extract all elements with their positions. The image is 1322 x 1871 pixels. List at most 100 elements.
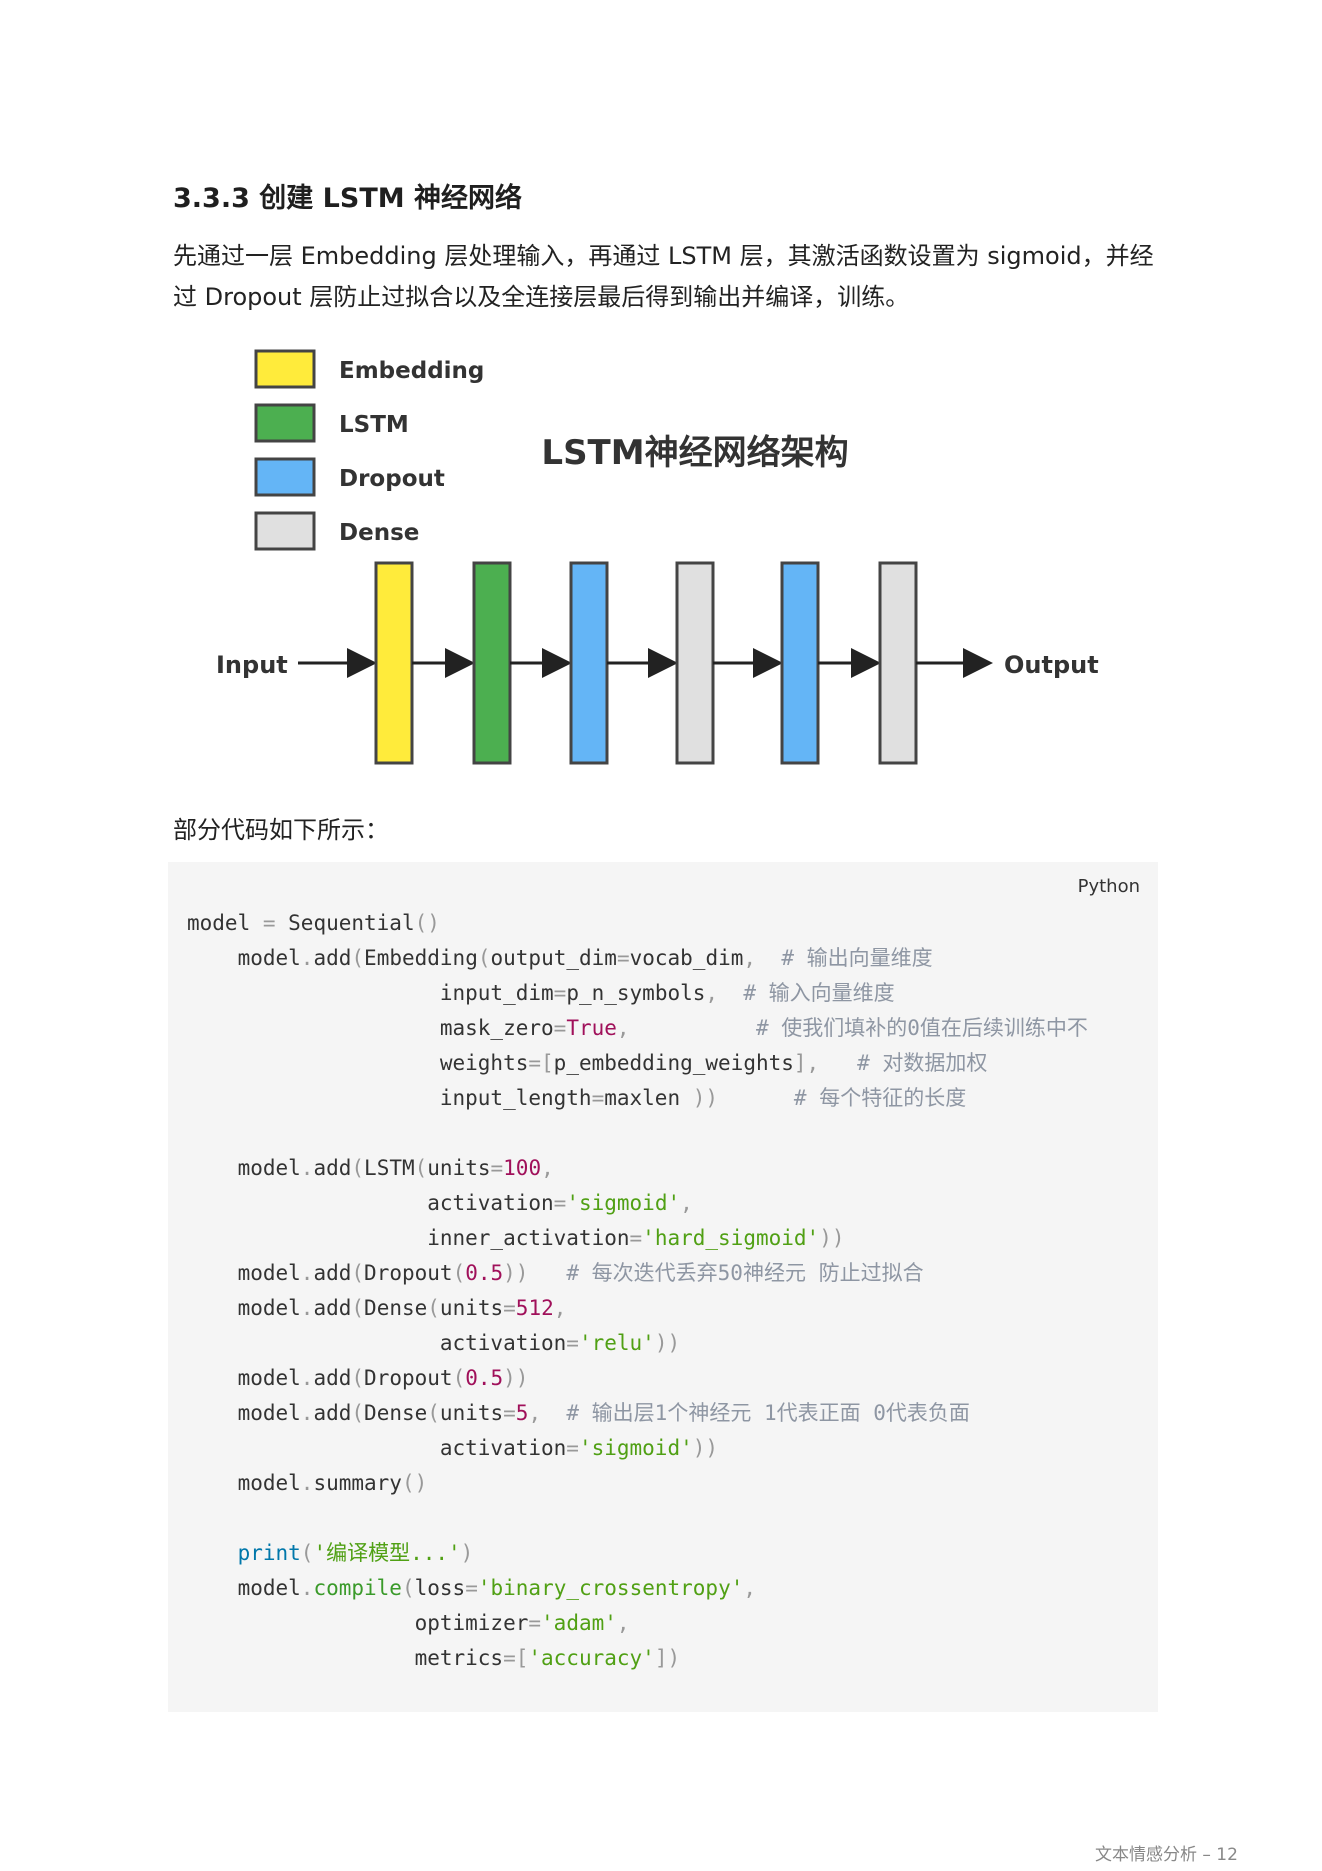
code-token: ( (351, 1156, 365, 1180)
code-token: weights (187, 1051, 529, 1075)
layer-dense (675, 561, 715, 765)
code-token: . (300, 1156, 314, 1180)
layer-lstm (472, 561, 512, 765)
code-token: ( (300, 1541, 314, 1565)
code-token: 0.5 (465, 1261, 504, 1285)
code-token: = (553, 1016, 567, 1040)
code-token: p_embedding_weights (553, 1051, 794, 1075)
code-token: = (503, 1296, 516, 1320)
code-line: model.compile(loss='binary_crossentropy'… (187, 1571, 1088, 1606)
code-token: units (427, 1156, 491, 1180)
code-token: )) (503, 1366, 529, 1390)
legend-label: LSTM (339, 412, 409, 438)
code-token: model (187, 946, 301, 970)
code-token: model (187, 1261, 301, 1285)
code-token: activation (187, 1436, 567, 1460)
code-token: 'adam' (541, 1611, 617, 1635)
legend-swatch-lstm (254, 403, 316, 443)
code-token: = (591, 1086, 605, 1110)
code-token: print (237, 1541, 301, 1565)
code-line: model.add(LSTM(units=100, (187, 1151, 1088, 1186)
code-token: mask_zero (187, 1016, 554, 1040)
code-token: ( (351, 1296, 365, 1320)
code-token: , (743, 946, 782, 970)
code-token: model (187, 1296, 301, 1320)
code-line: mask_zero=True, # 使我们填补的0值在后续训练中不 (187, 1011, 1088, 1046)
code-token: 'hard_sigmoid' (642, 1226, 820, 1250)
code-token: Sequential (288, 911, 415, 935)
code-token: , (528, 1401, 567, 1425)
code-token: model (187, 1576, 301, 1600)
code-token: ]) (654, 1646, 681, 1670)
code-line: print('编译模型...') (187, 1536, 1088, 1571)
code-token: = (503, 1401, 516, 1425)
code-line: model.add(Dropout(0.5)) # 每次迭代丢弃50神经元 防止… (187, 1256, 1088, 1291)
code-line: model.add(Dense(units=512, (187, 1291, 1088, 1326)
code-token: Dense (364, 1296, 428, 1320)
code-token: ( (351, 1366, 365, 1390)
code-token: units (439, 1401, 504, 1425)
code-lines: model = Sequential() model.add(Embedding… (187, 906, 1088, 1676)
layer-embedding (374, 561, 414, 765)
code-token: ) (460, 1541, 474, 1565)
code-token: activation (187, 1191, 554, 1215)
code-block: Python model = Sequential() model.add(Em… (168, 862, 1158, 1712)
code-token: add (313, 946, 352, 970)
code-token: model (187, 1366, 301, 1390)
code-token: # 每个特征的长度 (793, 1086, 967, 1110)
code-token: ( (401, 1576, 415, 1600)
code-token: model (187, 1156, 301, 1180)
code-token: model (187, 1401, 301, 1425)
code-line: metrics=['accuracy']) (187, 1641, 1088, 1676)
code-line: optimizer='adam', (187, 1606, 1088, 1641)
legend-swatch-dropout (254, 457, 316, 497)
code-token: 'binary_crossentropy' (477, 1576, 744, 1600)
code-token: ( (414, 1156, 428, 1180)
code-token: . (300, 1471, 314, 1495)
code-token: 512 (515, 1296, 554, 1320)
code-token: LSTM (364, 1156, 415, 1180)
code-line: activation='sigmoid')) (187, 1431, 1088, 1466)
code-token: = (465, 1576, 478, 1600)
code-line: ​ (187, 1116, 1088, 1151)
code-token: maxlen (604, 1086, 693, 1110)
legend-label: Dropout (339, 466, 445, 492)
code-token: model (187, 1471, 301, 1495)
code-token: input_length (187, 1086, 592, 1110)
code-token: output_dim (490, 946, 617, 970)
code-token: '编译模型...' (313, 1541, 461, 1565)
code-token: . (300, 1261, 314, 1285)
code-token: # 对数据加权 (857, 1051, 988, 1075)
code-line: ​ (187, 1501, 1088, 1536)
legend-swatch-dense (254, 511, 316, 551)
code-line: model.add(Embedding(output_dim=vocab_dim… (187, 941, 1088, 976)
code-line: activation='relu')) (187, 1326, 1088, 1361)
code-token: metrics (187, 1646, 504, 1670)
code-token: = (566, 1436, 579, 1460)
code-line: inner_activation='hard_sigmoid')) (187, 1221, 1088, 1256)
code-token: 5 (515, 1401, 529, 1425)
layer-dropout (780, 561, 820, 765)
legend-label: Dense (339, 520, 419, 546)
code-token: = (262, 911, 289, 935)
page-footer: 文本情感分析 – 12 (1095, 1845, 1238, 1865)
code-token: ( (351, 946, 365, 970)
code-token: # 输出向量维度 (781, 946, 933, 970)
code-token: True (566, 1016, 617, 1040)
code-token: . (300, 1401, 314, 1425)
code-token: p_n_symbols (566, 981, 706, 1005)
code-token: . (300, 1296, 314, 1320)
code-token: Dense (364, 1401, 428, 1425)
code-token: = (490, 1156, 504, 1180)
code-token: = (566, 1331, 579, 1355)
code-token: )) (692, 1086, 794, 1110)
code-token: )) (503, 1261, 567, 1285)
code-token: model (187, 911, 263, 935)
code-token: inner_activation (187, 1226, 630, 1250)
code-token: 0.5 (465, 1366, 504, 1390)
code-line: model.summary() (187, 1466, 1088, 1501)
code-token: )) (692, 1436, 719, 1460)
output-label: Output (1004, 651, 1099, 679)
code-token: # 输入向量维度 (743, 981, 895, 1005)
